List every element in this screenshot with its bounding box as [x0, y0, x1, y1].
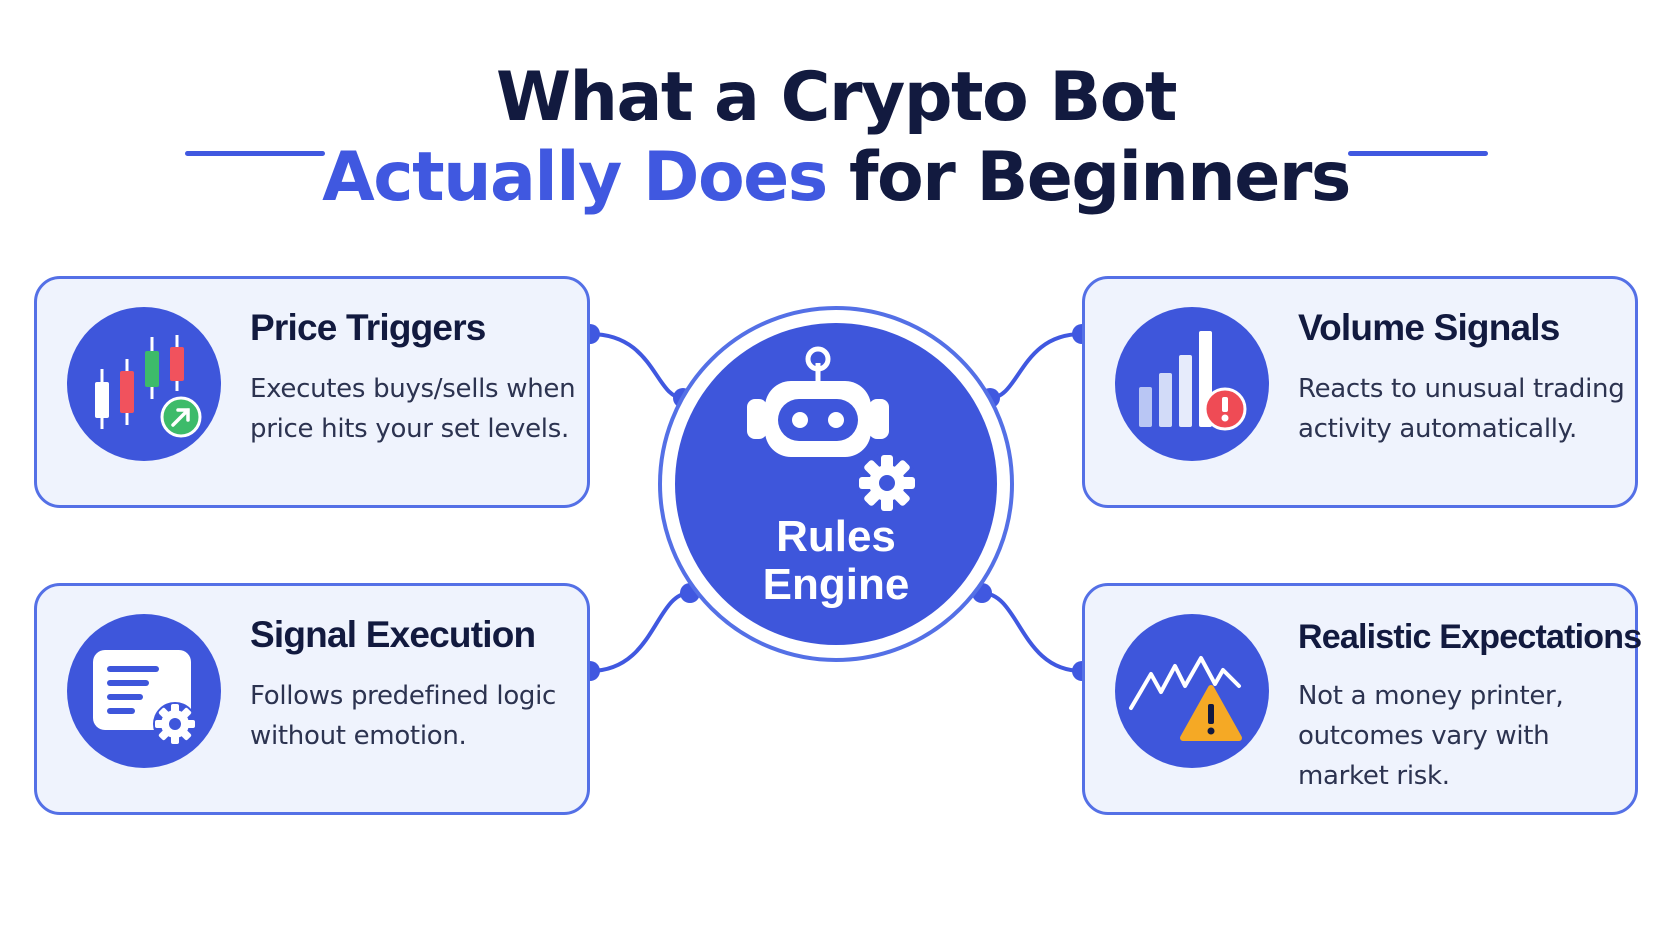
card-description: Executes buys/sells when price hits your… [250, 374, 576, 444]
checklist-gear-icon [67, 614, 221, 768]
card-heading: Signal Execution [250, 614, 536, 655]
title-accent: Actually Does [322, 138, 828, 217]
connector-price-triggers [589, 332, 684, 400]
card-realistic-expectations: Realistic Expectations Not a money print… [1082, 583, 1642, 815]
title-line-1: What a Crypto Bot [496, 58, 1177, 137]
card-heading: Volume Signals [1298, 307, 1560, 348]
card-description: Follows predefined logic without emotion… [250, 681, 557, 751]
robot-gear-icon [747, 346, 917, 513]
hub-label: Rules Engine [675, 513, 997, 609]
connector-volume-signals [989, 332, 1083, 400]
candlestick-chart-icon [67, 307, 221, 461]
title-left-divider [185, 151, 325, 156]
title-line-2: Actually Does for Beginners [0, 138, 1672, 218]
hub-label-line-2: Engine [762, 560, 910, 609]
volatile-chart-warning-icon [1115, 614, 1269, 768]
volume-bars-alert-icon [1115, 307, 1269, 461]
rules-engine-hub: Rules Engine [675, 323, 997, 645]
card-description: Not a money printer, outcomes vary with … [1298, 681, 1564, 791]
card-heading: Realistic Expectations [1298, 618, 1642, 656]
card-price-triggers: Price Triggers Executes buys/sells when … [34, 276, 590, 508]
title: What a Crypto Bot Actually Does for Begi… [0, 58, 1672, 218]
title-right-divider [1348, 151, 1488, 156]
card-volume-signals: Volume Signals Reacts to unusual trading… [1082, 276, 1638, 508]
card-signal-execution: Signal Execution Follows predefined logi… [34, 583, 590, 815]
card-heading: Price Triggers [250, 307, 486, 348]
connector-signal-execution [589, 591, 691, 673]
card-description: Reacts to unusual trading activity autom… [1298, 374, 1625, 444]
title-rest: for Beginners [826, 138, 1351, 217]
connector-realistic-expectations [981, 591, 1083, 673]
hub-label-line-1: Rules [776, 512, 896, 561]
